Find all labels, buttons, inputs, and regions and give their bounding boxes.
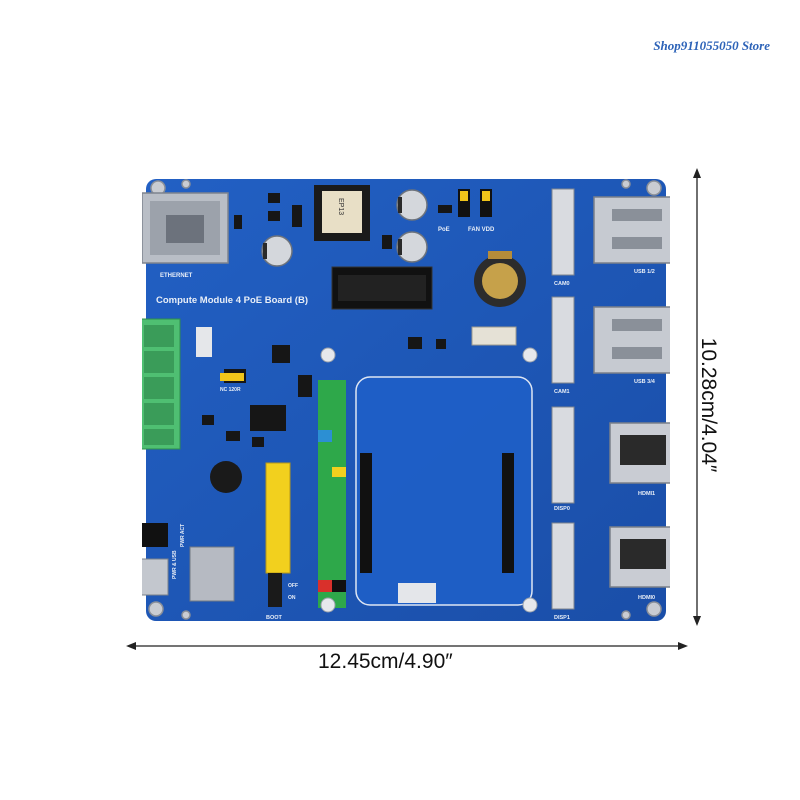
usb12-label: USB 1/2 <box>634 269 655 275</box>
cam0-label: CAM0 <box>554 281 570 287</box>
cam1-label: CAM1 <box>554 389 570 395</box>
height-dimension: 10.28cm/4.04″ <box>697 337 720 473</box>
buzzer <box>210 461 242 493</box>
screw-terminal <box>142 318 181 450</box>
rtc-battery-holder <box>474 251 526 307</box>
usb34-label: USB 3/4 <box>634 379 656 385</box>
fan-vdd-label: FAN VDD <box>468 227 495 233</box>
off-label: OFF <box>288 583 298 589</box>
disp1-label: DISP1 <box>554 615 570 621</box>
cm4-pin-strip <box>318 380 346 608</box>
cm4-socket <box>355 376 533 606</box>
ethernet-label: ETHERNET <box>160 273 193 279</box>
svg-text:EP13: EP13 <box>337 198 344 215</box>
gpio-header <box>265 462 291 574</box>
power-connectors <box>142 523 235 602</box>
pcb-board: ETHERNET EP13 PoE FAN VDD <box>142 179 670 621</box>
poe-transformer: EP13 <box>314 185 370 241</box>
fpc-connectors <box>551 188 575 610</box>
boot-switch <box>268 573 282 607</box>
hdmi-ports <box>609 422 670 588</box>
poe-label: PoE <box>438 227 450 233</box>
hdmi1-label: HDMI1 <box>638 491 655 497</box>
led-module <box>196 327 212 357</box>
nc120r-label: NC 120R <box>220 387 241 393</box>
capacitors <box>261 189 428 267</box>
board-title: Compute Module 4 PoE Board (B) <box>156 295 308 306</box>
ethernet-jack <box>142 192 229 264</box>
hdmi0-label: HDMI0 <box>638 595 655 601</box>
store-watermark: Shop911055050 Store <box>653 38 770 53</box>
boot-label: BOOT <box>266 615 283 621</box>
mounting-holes <box>148 179 662 620</box>
pwr-act-label: PWR ACT <box>180 524 186 547</box>
width-dimension: 12.45cm/4.90″ <box>318 650 453 673</box>
nc120r-jumper <box>220 373 244 381</box>
jumper-blocks <box>458 189 492 217</box>
pwr-usb-label: PWR & USB <box>172 550 178 579</box>
fan-connector <box>471 326 517 346</box>
cm4-standoffs <box>320 347 538 613</box>
pcie-slot <box>331 266 433 310</box>
on-label: ON <box>288 595 296 601</box>
disp0-label: DISP0 <box>554 506 570 512</box>
usb-ports <box>593 196 670 374</box>
